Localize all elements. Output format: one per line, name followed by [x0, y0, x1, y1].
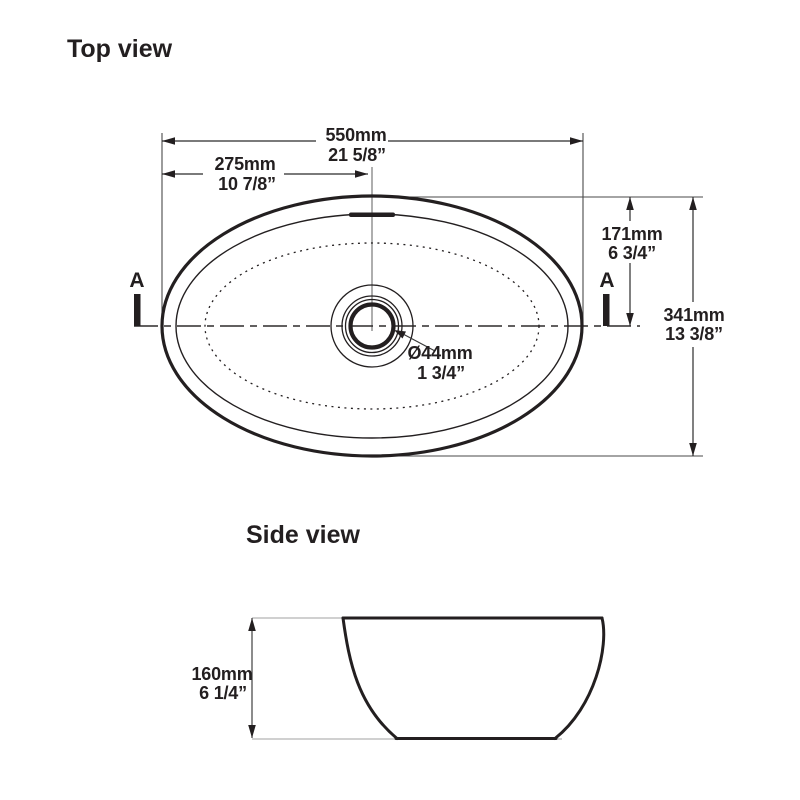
dim-overall-height: [248, 618, 256, 738]
sink-outer-rim: [160, 194, 584, 458]
side-extension-lines: [252, 617, 562, 740]
dim-341-imperial: 13 3/8”: [665, 324, 723, 344]
dim-center-from-left: [162, 170, 368, 178]
top-view-title: Top view: [67, 35, 173, 63]
side-view-drawing: [248, 616, 606, 740]
side-view-title: Side view: [246, 521, 360, 549]
basin-slope-dotted-line: [204, 242, 540, 410]
dim-overall-width: [162, 137, 583, 145]
side-profile-right-curve: [553, 616, 606, 740]
section-markers: [134, 294, 610, 326]
drain-ring-circle: [341, 295, 403, 357]
section-marker-left-bar: [134, 294, 141, 326]
dim-275-imperial: 10 7/8”: [218, 174, 276, 194]
dim-drain-metric: Ø44mm: [407, 343, 473, 363]
section-label-left: A: [129, 269, 145, 292]
drain-assembly: [330, 284, 414, 368]
dim-550-metric: 550mm: [325, 125, 387, 145]
drain-hole-circle: [348, 302, 396, 350]
dim-160-imperial: 6 1/4”: [199, 683, 247, 703]
sink-side-profile: [341, 616, 606, 740]
dim-550-imperial: 21 5/8”: [328, 145, 386, 165]
drain-flange-outer-circle: [330, 284, 414, 368]
section-label-right: A: [599, 269, 615, 292]
dim-275-metric: 275mm: [214, 154, 276, 174]
dim-160-metric: 160mm: [191, 664, 253, 684]
section-marker-right-bar: [603, 294, 610, 326]
dim-rim-to-center: [626, 197, 634, 326]
dim-drain-imperial: 1 3/4”: [417, 363, 465, 383]
top-view-drawing: [134, 133, 703, 458]
side-profile-left-curve: [341, 616, 399, 740]
dim-341-metric: 341mm: [663, 305, 725, 325]
drain-leader-arrow: [394, 330, 436, 352]
overflow-slot: [349, 212, 395, 217]
drain-ring-inner-circle: [344, 298, 400, 354]
dim-171-metric: 171mm: [601, 224, 663, 244]
dim-171-imperial: 6 3/4”: [608, 243, 656, 263]
extension-lines: [161, 133, 703, 457]
dim-overall-depth: [689, 197, 697, 456]
